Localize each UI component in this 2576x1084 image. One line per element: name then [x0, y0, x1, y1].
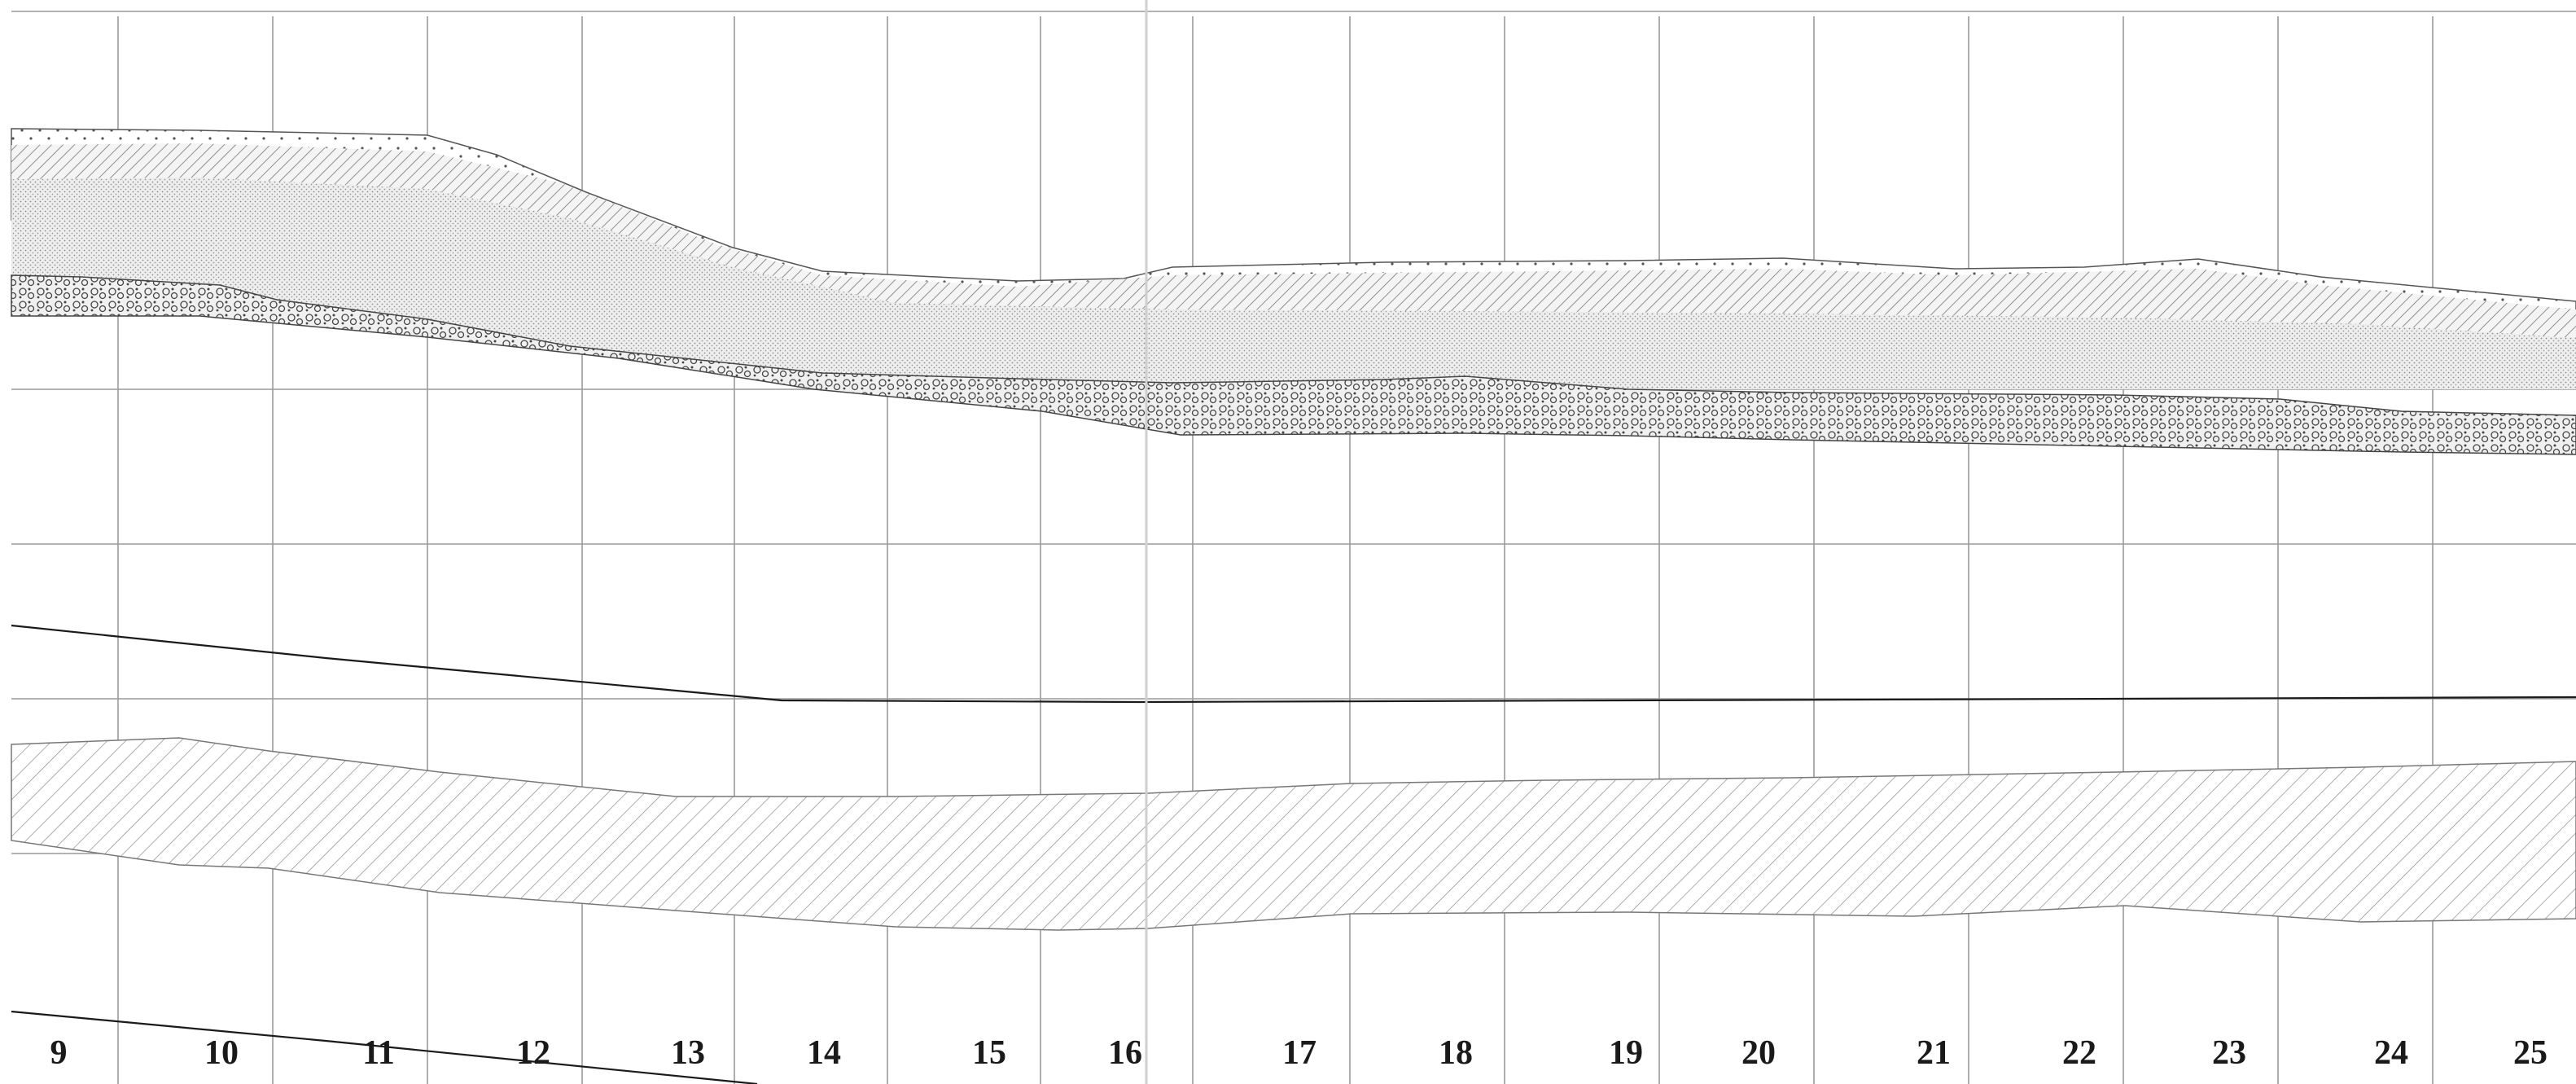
lower-diagonal-band — [11, 737, 2576, 931]
station-label: 19 — [1609, 1034, 1643, 1072]
station-label: 10 — [204, 1034, 239, 1072]
station-label: 9 — [50, 1034, 68, 1072]
layer-diagonal-hatch — [11, 143, 2576, 342]
station-labels: 9 10 11 12 13 14 15 16 17 18 19 20 21 22 23 24 25 — [50, 1034, 2548, 1072]
lower-slope-line — [11, 1010, 758, 1084]
station-label: 18 — [1439, 1034, 1473, 1072]
station-label: 25 — [2513, 1034, 2548, 1072]
station-label: 24 — [2374, 1034, 2408, 1072]
station-label: 16 — [1108, 1034, 1142, 1072]
station-label: 22 — [2062, 1034, 2096, 1072]
station-label: 14 — [807, 1034, 841, 1072]
layer-fine-stipple — [11, 178, 2576, 389]
upper-slope-line — [11, 624, 2576, 704]
station-label: 20 — [1741, 1034, 1776, 1072]
soil-strata — [11, 128, 2576, 455]
station-label: 15 — [972, 1034, 1006, 1072]
station-label: 11 — [362, 1034, 395, 1072]
station-label: 21 — [1917, 1034, 1951, 1072]
station-label: 13 — [671, 1034, 705, 1072]
station-label: 23 — [2212, 1034, 2246, 1072]
station-label: 12 — [516, 1034, 550, 1072]
profile-lines — [11, 624, 2576, 1084]
layer-gravel — [11, 274, 2576, 455]
station-label: 17 — [1282, 1034, 1316, 1072]
